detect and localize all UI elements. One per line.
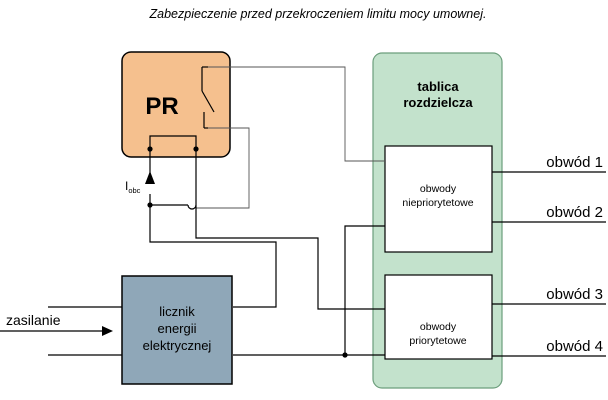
- return-wiring: [233, 225, 385, 356]
- priority-label-line1: obwody: [420, 321, 457, 333]
- relay-pr-label: PR: [145, 93, 178, 120]
- circuit-3-label: obwód 3: [546, 286, 603, 303]
- nonpriority-circuits-box: [384, 145, 493, 253]
- priority-circuits-box: [384, 274, 493, 360]
- nonpriority-label-line1: obwody: [420, 183, 457, 195]
- relay-pr-box: [121, 51, 231, 158]
- current-arrow: [145, 171, 155, 184]
- diagram-caption: Zabezpieczenie przed przekroczeniem limi…: [149, 7, 487, 21]
- supply-label: zasilanie: [6, 312, 61, 328]
- energy-meter-box: [121, 275, 233, 385]
- circuit-4-label: obwód 4: [546, 338, 603, 355]
- switchboard-title-line2: rozdzielcza: [403, 95, 473, 110]
- meter-label-line2: energii: [157, 321, 196, 336]
- relay-coil-terminals: [149, 135, 197, 149]
- switchboard-title-line1: tablica: [417, 79, 459, 94]
- circuit-output-lines: [492, 171, 606, 357]
- current-label: Iobc: [125, 179, 141, 195]
- priority-label-line2: priorytetowe: [409, 335, 466, 347]
- relay-contact: [201, 66, 215, 129]
- nonpriority-label-line2: niepriorytetowe: [402, 197, 473, 209]
- circuit-2-label: obwód 2: [546, 204, 603, 221]
- meter-label-line3: elektrycznej: [143, 338, 212, 353]
- circuit-1-label: obwód 1: [546, 154, 603, 171]
- supply-line-wiring: [150, 149, 385, 310]
- supply-input-lines: [0, 306, 122, 356]
- supply-arrow: [102, 326, 113, 336]
- junction-dots: [147, 146, 348, 358]
- meter-label-line1: licznik: [159, 304, 195, 319]
- contact-control-wires: [196, 66, 385, 209]
